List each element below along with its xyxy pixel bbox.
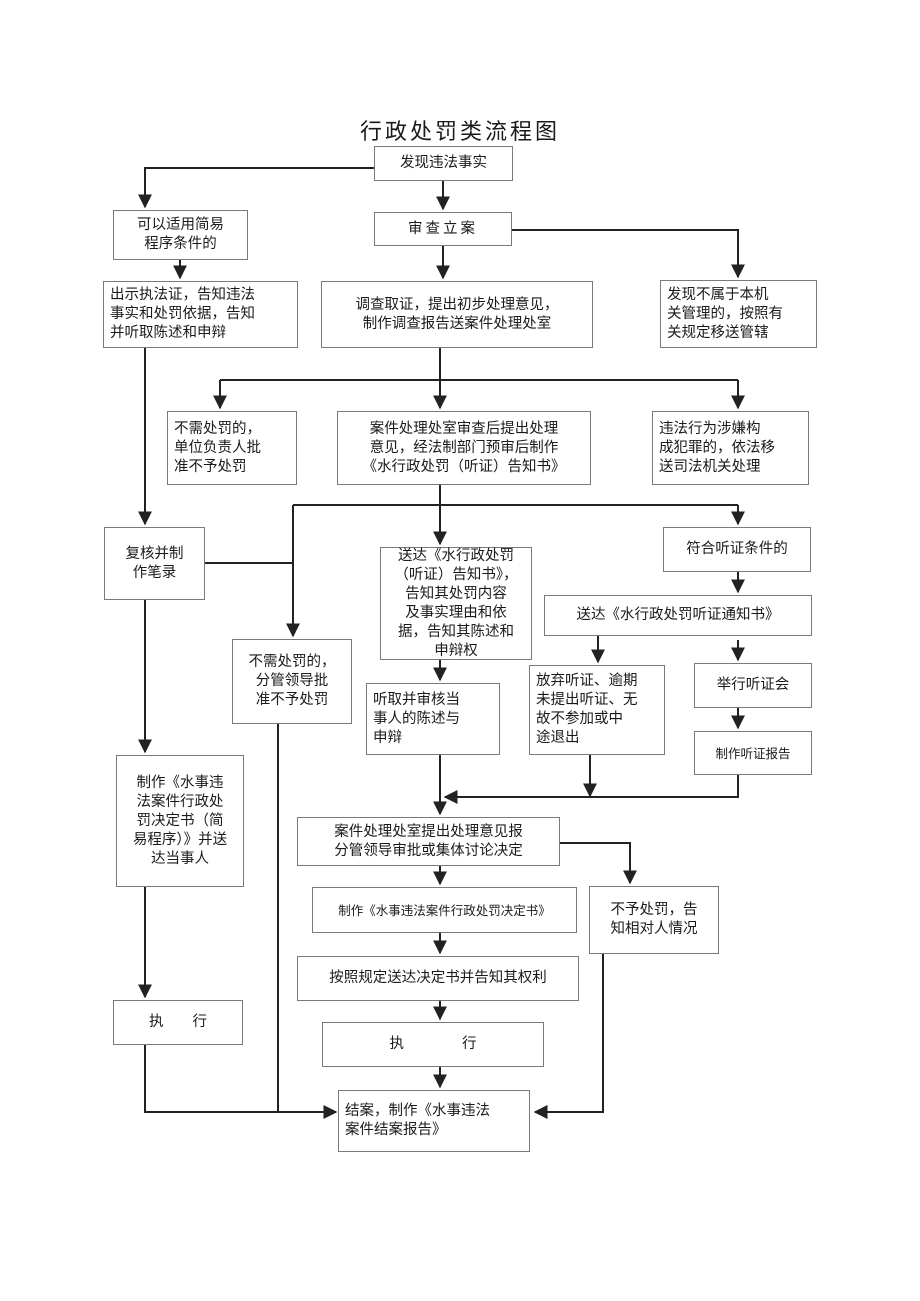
node-execute-simple: 执 行	[113, 1000, 243, 1045]
node-hearing-condition: 符合听证条件的	[663, 527, 811, 572]
node-listen-review-statement: 听取并审核当 事人的陈述与 申辩	[366, 683, 500, 755]
edge-discover-simple	[138, 167, 375, 209]
node-discover-violation: 发现违法事实	[374, 146, 513, 181]
edge-file-transfer	[512, 229, 745, 279]
node-simple-penalty-decision: 制作《水事违 法案件行政处 罚决定书（简 易程序）》并送 达当事人	[116, 755, 244, 887]
node-review-and-notice: 案件处理处室审查后提出处理 意见，经法制部门预审后制作 《水行政处罚（听证）告知…	[337, 411, 591, 485]
node-no-penalty-leader: 不需处罚的， 分管领导批 准不予处罚	[232, 639, 352, 724]
edge-inform-close	[533, 954, 604, 1119]
node-deliver-hearing-notice: 送达《水行政处罚 （听证）告知书》， 告知其处罚内容 及事实理由和依 据，告知其…	[380, 547, 532, 660]
node-make-penalty-decision: 制作《水事违法案件行政处罚决定书》	[312, 887, 577, 933]
node-recheck-record: 复核并制 作笔录	[104, 527, 205, 600]
node-file-case: 审查立案	[374, 212, 512, 246]
node-transfer-jurisdiction: 发现不属于本机 关管理的，按照有 关规定移送管辖	[660, 280, 817, 348]
node-deliver-decision: 按照规定送达决定书并告知其权利	[297, 956, 579, 1001]
node-show-certificate: 出示执法证，告知违法 事实和处罚依据，告知 并听取陈述和申辩	[103, 281, 298, 348]
node-hearing-report: 制作听证报告	[694, 731, 812, 775]
node-execute: 执 行	[322, 1022, 544, 1067]
node-deliver-hearing-notification: 送达《水行政处罚听证通知书》	[544, 595, 812, 636]
edge-propose-inform	[560, 842, 637, 885]
node-no-penalty-unit-head: 不需处罚的， 单位负责人批 准不予处罚	[167, 411, 297, 485]
node-no-penalty-inform: 不予处罚，告 知相对人情况	[589, 886, 719, 954]
node-criminal-transfer: 违法行为涉嫌构 成犯罪的，依法移 送司法机关处理	[652, 411, 809, 485]
node-waive-hearing: 放弃听证、逾期 未提出听证、无 故不参加或中 途退出	[529, 665, 665, 755]
node-propose-opinion: 案件处理处室提出处理意见报 分管领导审批或集体讨论决定	[297, 817, 560, 866]
edge-leftexec-close	[144, 1045, 338, 1119]
page-title: 行政处罚类流程图	[359, 120, 560, 145]
node-close-case: 结案，制作《水事违法 案件结案报告》	[338, 1090, 530, 1152]
edge-report-merge	[443, 775, 739, 804]
node-simple-procedure-condition: 可以适用简易 程序条件的	[113, 210, 248, 260]
node-investigate: 调查取证，提出初步处理意见， 制作调查报告送案件处理处室	[321, 281, 593, 348]
node-hold-hearing: 举行听证会	[694, 663, 812, 708]
